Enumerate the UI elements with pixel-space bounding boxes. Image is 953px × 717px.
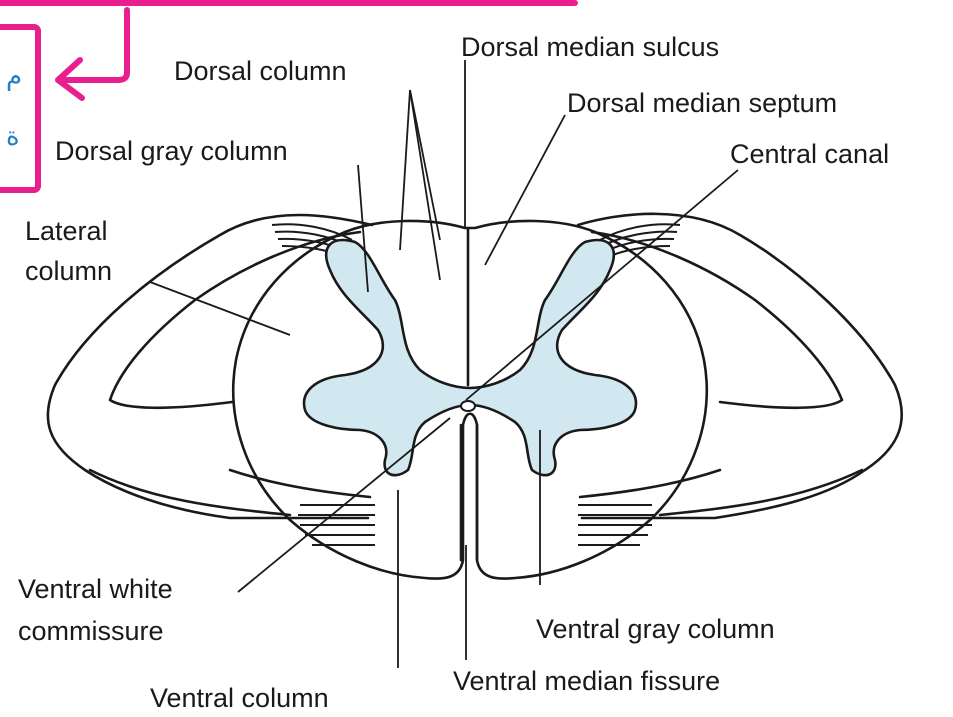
annotation-box xyxy=(0,27,38,190)
label-ventral-column: Ventral column xyxy=(150,683,329,713)
label-ventral-white-commissure-line1: Ventral white xyxy=(18,574,173,604)
right-outer-lobe xyxy=(578,214,902,518)
leader-dorsal-column-2 xyxy=(410,90,440,240)
nerve-roots xyxy=(48,214,902,545)
labels: Dorsal column Dorsal median sulcus Dorsa… xyxy=(18,32,889,713)
label-lateral-column-line1: Lateral xyxy=(25,216,108,246)
label-dorsal-column: Dorsal column xyxy=(174,56,347,86)
label-dorsal-median-sulcus: Dorsal median sulcus xyxy=(461,32,719,62)
label-dorsal-median-septum: Dorsal median septum xyxy=(567,88,837,118)
left-root-lower xyxy=(90,470,370,515)
gray-matter xyxy=(304,240,636,475)
annotation-glyph-2: ة xyxy=(6,122,20,152)
label-ventral-white-commissure-line2: commissure xyxy=(18,616,164,646)
right-inner-lobe xyxy=(592,232,842,408)
leader-dorsal-median-septum xyxy=(485,115,565,265)
leader-dorsal-column-1 xyxy=(400,90,410,250)
label-central-canal: Central canal xyxy=(730,139,889,169)
leader-ventral-white-commissure xyxy=(238,418,450,592)
central-canal xyxy=(461,401,475,411)
leader-dorsal-column-3 xyxy=(410,90,440,280)
label-ventral-median-fissure: Ventral median fissure xyxy=(453,666,720,696)
label-ventral-gray-column: Ventral gray column xyxy=(536,614,775,644)
label-dorsal-gray-column: Dorsal gray column xyxy=(55,136,288,166)
leader-central-canal xyxy=(466,170,738,400)
label-lateral-column-line2: column xyxy=(25,256,112,286)
annotation-glyph-1: م xyxy=(6,62,22,92)
